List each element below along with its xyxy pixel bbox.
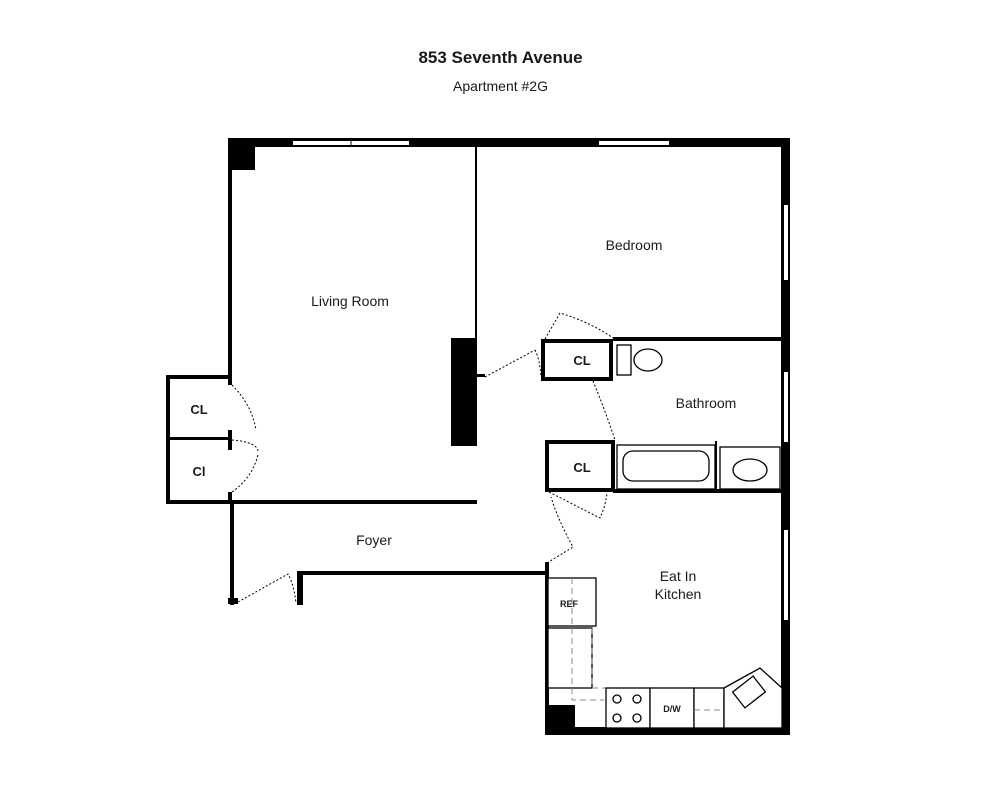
closet-bedroom-label: CL xyxy=(573,353,590,368)
closet-left-upper-label: CL xyxy=(190,402,207,417)
interior-walls xyxy=(166,146,783,605)
bathroom-label: Bathroom xyxy=(676,395,737,411)
foyer-label: Foyer xyxy=(356,532,392,548)
bedroom-closet xyxy=(484,312,616,441)
living-room-label: Living Room xyxy=(311,293,389,309)
kitchen-label-line2: Kitchen xyxy=(655,586,702,602)
left-closets xyxy=(166,375,259,504)
kitchen-label-line1: Eat In xyxy=(660,568,697,584)
bedroom-label: Bedroom xyxy=(606,237,663,253)
plan-title: 853 Seventh Avenue xyxy=(418,48,583,67)
windows xyxy=(293,141,788,620)
refrigerator-label: REF xyxy=(560,599,579,609)
closet-left-lower-label: Cl xyxy=(193,464,206,479)
closet-bath-label: CL xyxy=(573,460,590,475)
bathroom-fixtures xyxy=(616,344,781,492)
exterior-walls xyxy=(228,138,790,735)
plan-subtitle: Apartment #2G xyxy=(453,78,548,94)
kitchen-fixtures xyxy=(547,577,783,729)
dishwasher-label: D/W xyxy=(663,704,681,714)
bath-closet xyxy=(545,440,615,564)
entry-door xyxy=(237,573,297,604)
